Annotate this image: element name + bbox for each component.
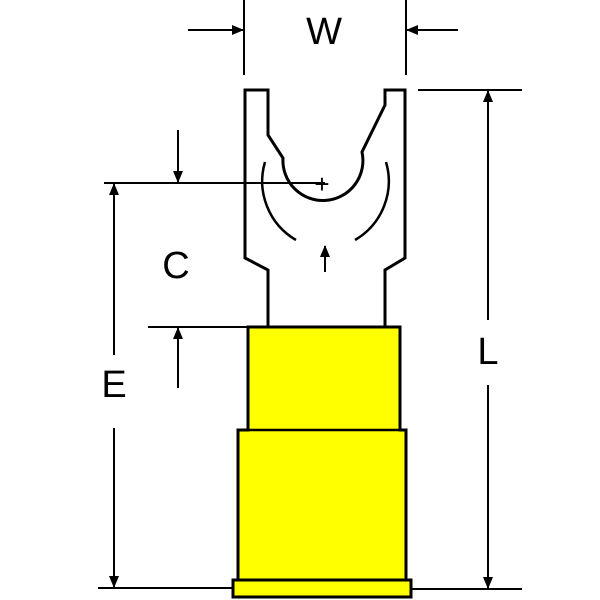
c-label: C xyxy=(162,245,189,287)
spring-arc-right xyxy=(354,161,391,242)
sleeve-flange xyxy=(231,578,413,599)
length-label: L xyxy=(477,331,498,373)
e-dimension: E xyxy=(98,183,232,589)
width-label: W xyxy=(306,11,342,53)
c-dimension: C xyxy=(104,130,325,388)
length-dimension: L xyxy=(412,89,522,590)
spring-arc-left xyxy=(260,161,297,242)
insulation-sleeve xyxy=(236,325,408,584)
width-dimension: W xyxy=(188,0,458,75)
fork-tongue xyxy=(243,88,407,329)
e-label: E xyxy=(101,364,126,406)
